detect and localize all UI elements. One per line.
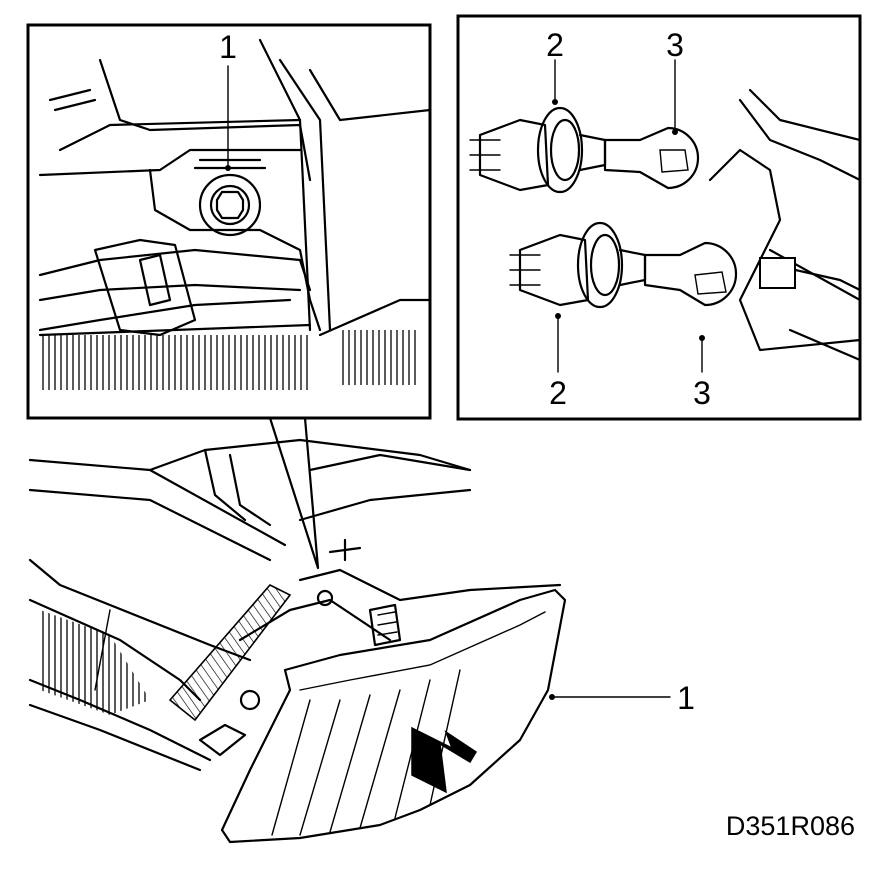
callout-1-inset-left: 1 [219,29,237,65]
inset-right-bulb-detail [456,14,862,421]
callout-3-inset-right-bottom: 3 [693,375,711,411]
inset-left-screw-detail [26,23,432,420]
diagram-code: D351R086 [726,811,855,841]
callout-1-main: 1 [677,680,695,716]
callout-2-inset-right-bottom: 2 [549,375,567,411]
main-headlamp-view [28,416,671,844]
callout-2-inset-right-top: 2 [546,27,564,63]
callout-3-inset-right-top: 3 [666,27,684,63]
